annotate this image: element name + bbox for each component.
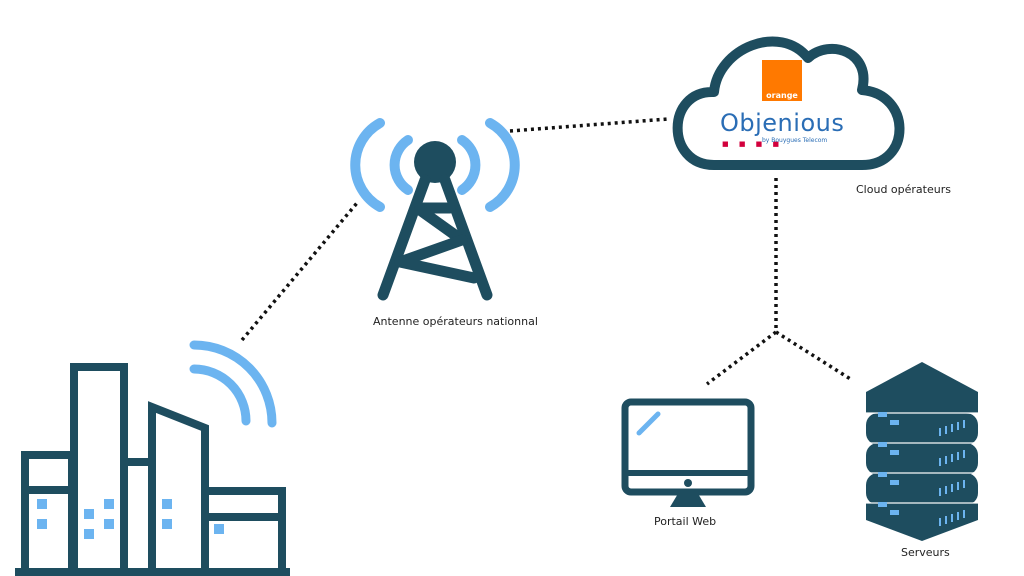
cloud-icon bbox=[672, 36, 905, 170]
connection-lines bbox=[240, 117, 853, 386]
portail-label: Portail Web bbox=[654, 515, 717, 528]
monitor-icon bbox=[621, 398, 755, 507]
serveurs-label: Serveurs bbox=[901, 546, 950, 559]
cloud-label: Cloud opérateurs bbox=[856, 183, 951, 196]
link-factory-antenna bbox=[240, 201, 359, 342]
link-hub-monitor bbox=[705, 330, 778, 386]
orange-logo: orange bbox=[762, 60, 802, 101]
objenious-tagline: by Bouygues Telecom bbox=[762, 137, 828, 144]
objenious-logo: Objenious bbox=[720, 109, 845, 137]
orange-logo-text: orange bbox=[766, 91, 798, 100]
antenna-tower-icon bbox=[350, 118, 520, 301]
objenious-logo-dots: ■ ■ ■ ■ bbox=[722, 140, 784, 148]
factory-icon bbox=[15, 340, 290, 576]
server-stack-icon bbox=[866, 362, 978, 541]
antenna-label: Antenne opérateurs nationnal bbox=[373, 315, 538, 328]
link-hub-servers bbox=[775, 330, 853, 382]
link-antenna-cloud bbox=[509, 117, 669, 133]
